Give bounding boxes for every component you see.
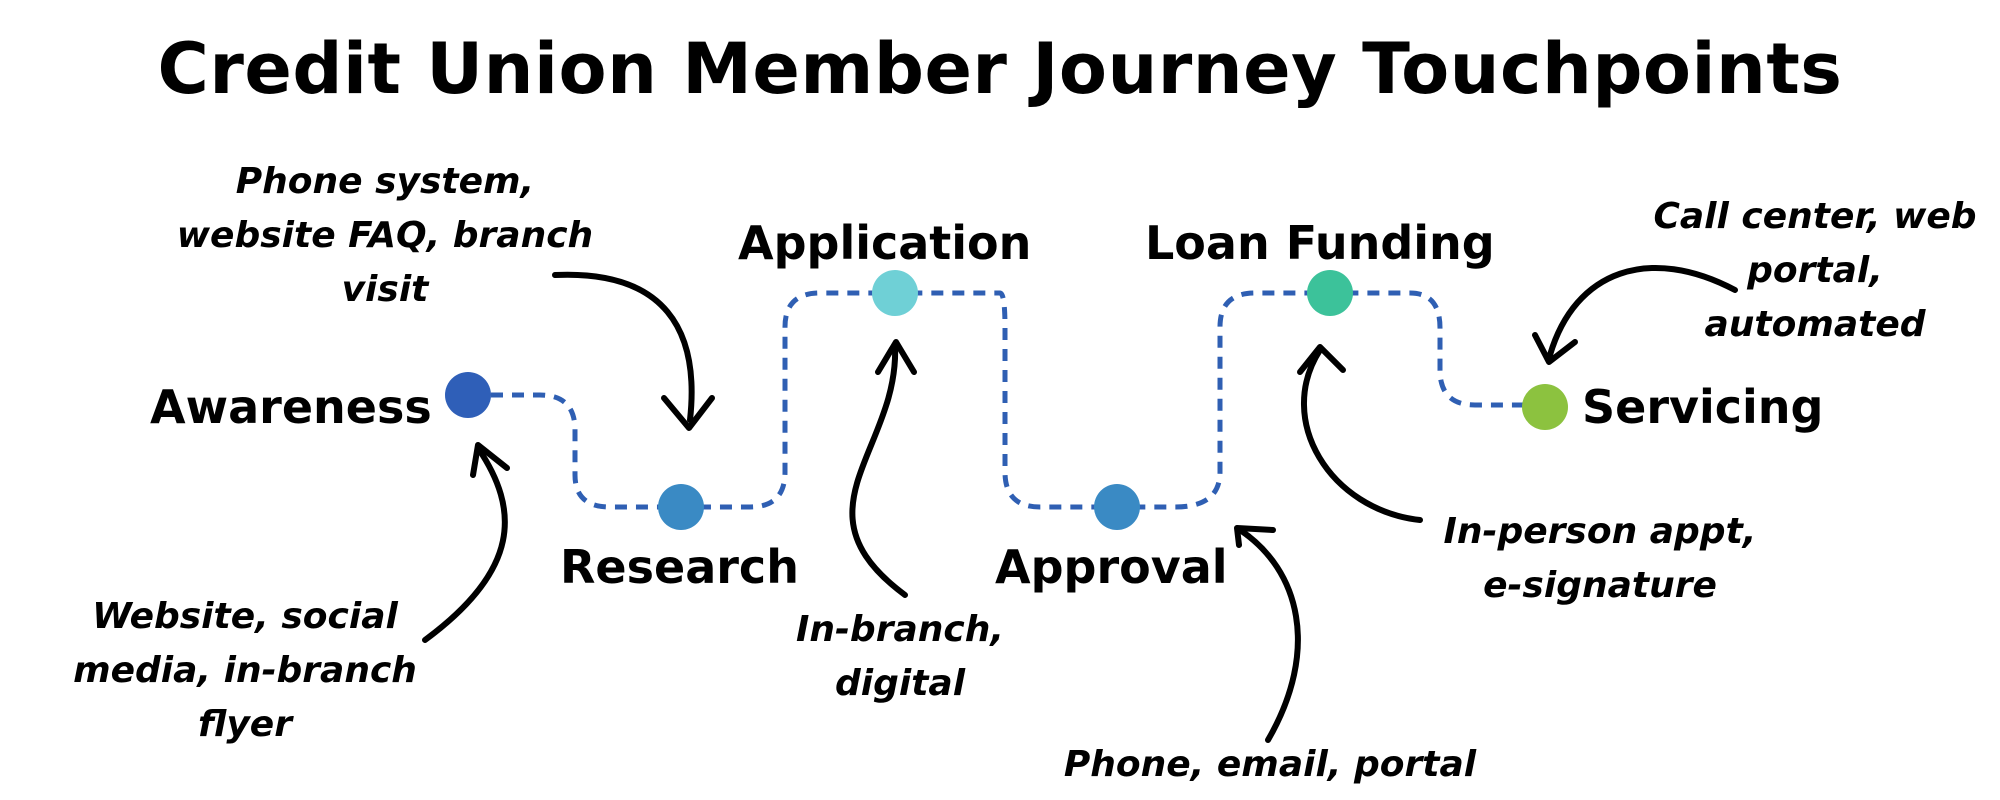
journey-path [470, 290, 1545, 510]
loan-funding-touchpoints: In-person appt, e-signature [1430, 505, 1770, 613]
touchpoint-line: In-person appt, [1443, 511, 1757, 552]
touchpoint-line: flyer [198, 704, 292, 745]
application-arrow [849, 342, 908, 598]
loan-funding-arrow [1301, 347, 1423, 523]
research-arrowhead [661, 395, 715, 431]
touchpoint-line: digital [834, 663, 966, 704]
touchpoint-line: media, in-branch [73, 650, 417, 691]
servicing-arrowhead [1532, 332, 1578, 365]
servicing-arrow [1547, 265, 1738, 358]
diagram-title: Credit Union Member Journey Touchpoints [157, 28, 1843, 110]
awareness-touchpoints: Website, social media, in-branch flyer [50, 590, 440, 752]
touchpoint-line: Call center, web [1653, 196, 1977, 237]
research-node [658, 484, 704, 530]
awareness-node [445, 372, 491, 418]
approval-arrow [1237, 527, 1301, 743]
touchpoint-line: website FAQ, branch [176, 215, 594, 256]
touchpoint-line: Website, social [92, 596, 398, 637]
awareness-label: Awareness [150, 380, 432, 434]
loan-funding-arrowhead [1297, 344, 1346, 375]
touchpoint-line: In-branch, [795, 609, 1005, 650]
application-arrowhead [875, 339, 917, 375]
awareness-arrowhead [470, 442, 510, 478]
research-arrow [552, 271, 695, 423]
application-node [872, 270, 918, 316]
research-touchpoints: Phone system, website FAQ, branch visit [170, 155, 600, 317]
servicing-label: Servicing [1582, 380, 1824, 434]
research-label: Research [560, 540, 799, 594]
touchpoint-line: e-signature [1483, 565, 1717, 606]
loan-funding-label: Loan Funding [1145, 216, 1495, 270]
application-touchpoints: In-branch, digital [770, 603, 1030, 711]
servicing-touchpoints: Call center, web portal, automated [1640, 190, 1990, 352]
touchpoint-line: portal, [1747, 250, 1883, 291]
approval-node [1094, 484, 1140, 530]
touchpoint-line: Phone, email, portal [1063, 744, 1477, 785]
approval-touchpoints: Phone, email, portal [1050, 738, 1490, 792]
loan-funding-node [1307, 270, 1353, 316]
application-label: Application [738, 216, 1032, 270]
touchpoint-line: visit [341, 269, 429, 310]
approval-arrowhead [1234, 525, 1276, 548]
approval-label: Approval [995, 540, 1228, 594]
servicing-node [1522, 384, 1568, 430]
awareness-arrow [422, 445, 508, 643]
touchpoint-line: Phone system, [235, 161, 535, 202]
touchpoint-line: automated [1704, 304, 1926, 345]
